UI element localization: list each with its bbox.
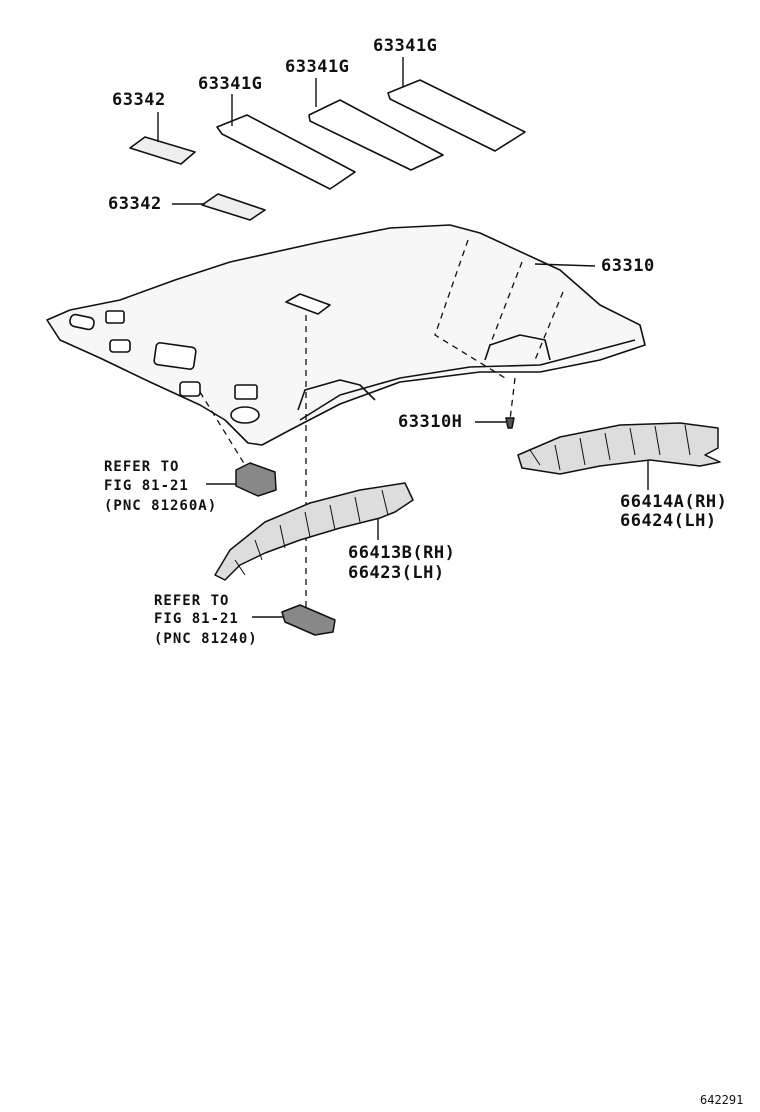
label-66413b: 66413B(RH): [348, 543, 456, 563]
label-63342-upper: 63342: [112, 90, 166, 110]
diagram-id: 642291: [700, 1093, 744, 1107]
bracket-66413b-detail: [234, 489, 389, 576]
lamp-81260a: [235, 462, 277, 497]
lamp-81240: [281, 604, 336, 636]
headliner-63310: [46, 224, 646, 446]
label-63310h: 63310H: [398, 412, 463, 432]
ref2-line3: (PNC 81240): [154, 631, 258, 647]
ref2-line2: FIG 81-21: [154, 611, 239, 627]
pad-63342-upper: [129, 136, 196, 165]
pad-63341g-mid: [308, 99, 444, 171]
pad-63342-lower: [201, 193, 266, 221]
label-63341g-right: 63341G: [373, 36, 438, 56]
headliner-opening-2: [105, 310, 125, 324]
bracket-66414a-detail: [529, 424, 691, 471]
clip-63310h: [505, 417, 515, 429]
label-66423: 66423(LH): [348, 563, 445, 583]
label-66424: 66424(LH): [620, 511, 717, 531]
headliner-side-area: [297, 379, 376, 411]
headliner-opening-6: [234, 384, 258, 400]
label-63341g-mid: 63341G: [285, 57, 350, 77]
headliner-opening-4: [153, 342, 197, 370]
dashed-guide-5: [199, 391, 246, 466]
bracket-66414a: [517, 422, 721, 475]
headliner-opening-3: [109, 339, 131, 353]
ref1-line2: FIG 81-21: [104, 478, 189, 494]
dashed-guide-1: [434, 239, 506, 379]
pad-63341g-right: [387, 79, 526, 152]
label-63341g-left: 63341G: [198, 74, 263, 94]
headliner-opening-5: [179, 381, 201, 397]
ref1-line1: REFER TO: [104, 459, 180, 475]
headliner-edge: [299, 339, 636, 421]
pad-63341g-left: [216, 114, 356, 190]
dashed-guide-4: [509, 377, 516, 421]
ref2-line1: REFER TO: [154, 593, 230, 609]
dashed-guide-3: [534, 291, 564, 361]
leader-63310: [534, 263, 596, 267]
headliner-opening-7: [230, 406, 260, 424]
headliner-opening-1: [69, 313, 95, 331]
label-63342-lower: 63342: [108, 194, 162, 214]
bracket-66413b: [214, 482, 414, 581]
headliner-pad-center: [285, 293, 331, 315]
headliner-side-area-right: [484, 334, 551, 361]
label-63310: 63310: [601, 256, 655, 276]
label-66414a: 66414A(RH): [620, 492, 728, 512]
dashed-guide-2: [489, 261, 523, 346]
ref1-line3: (PNC 81260A): [104, 498, 218, 514]
